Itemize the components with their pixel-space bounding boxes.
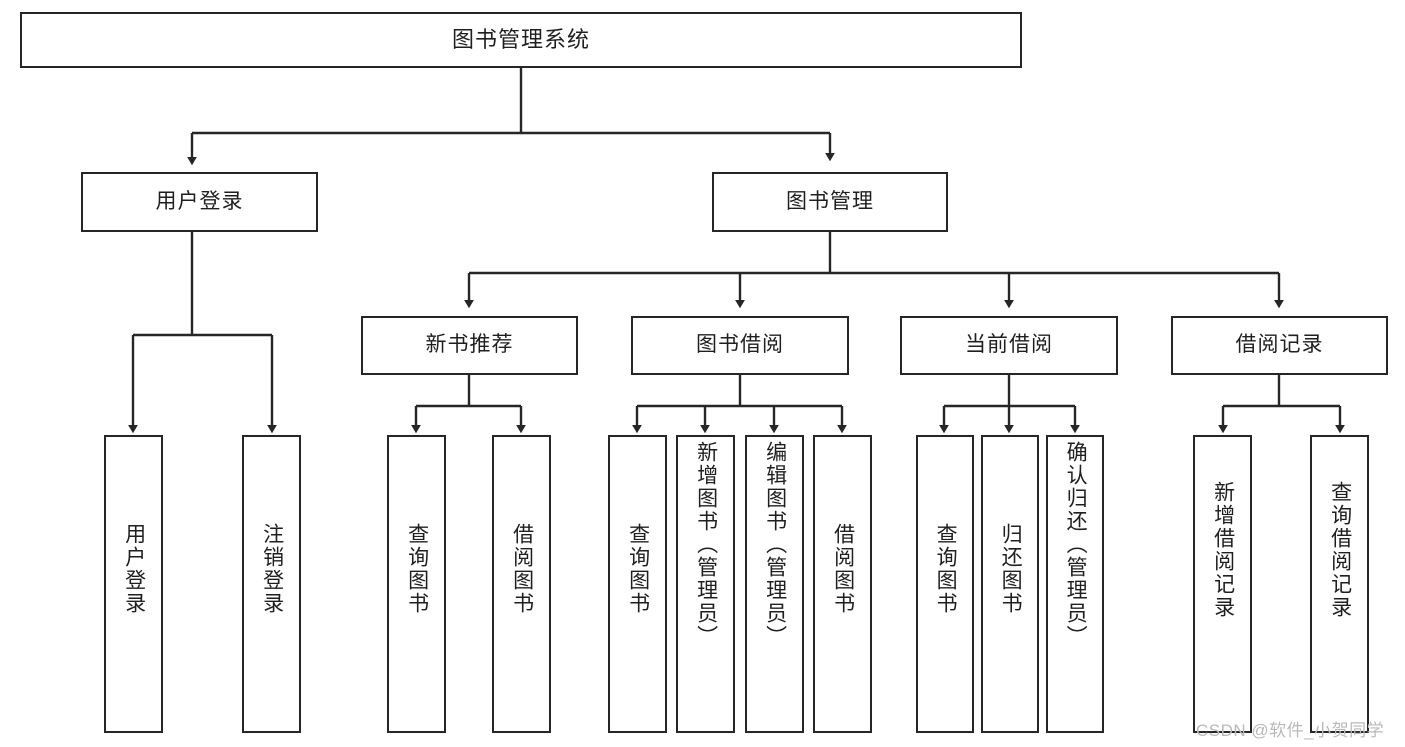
node-current-borrow[interactable]: 当前借阅 — [900, 316, 1118, 375]
leaf-logout[interactable]: 注销登录 — [242, 435, 301, 733]
leaf-confirm-return-admin[interactable]: 确认归还（管理员） — [1046, 435, 1104, 733]
node-label: 确认归还（管理员） — [1064, 441, 1088, 648]
leaf-edit-book-admin[interactable]: 编辑图书（管理员） — [745, 435, 804, 733]
leaf-user-login[interactable]: 用户登录 — [104, 435, 163, 733]
leaf-borrow-book[interactable]: 借阅图书 — [813, 435, 872, 733]
node-book-management[interactable]: 图书管理 — [712, 172, 948, 232]
leaf-return-book[interactable]: 归还图书 — [981, 435, 1039, 733]
node-root-system[interactable]: 图书管理系统 — [20, 12, 1022, 68]
leaf-query-borrow-record[interactable]: 查询借阅记录 — [1310, 435, 1369, 733]
leaf-query-book-current[interactable]: 查询图书 — [916, 435, 974, 733]
node-label: 借阅记录 — [1235, 333, 1324, 357]
node-label: 新书推荐 — [425, 333, 514, 357]
csdn-watermark: CSDN @软件_小贺同学 — [1196, 721, 1385, 740]
node-label: 编辑图书（管理员） — [763, 441, 787, 648]
leaf-query-book-new[interactable]: 查询图书 — [387, 435, 446, 733]
node-label: 注销登录 — [260, 523, 284, 615]
node-label: 查询图书 — [626, 523, 650, 615]
leaf-query-book-borrow[interactable]: 查询图书 — [608, 435, 667, 733]
node-user-login[interactable]: 用户登录 — [81, 172, 318, 232]
node-label: 用户登录 — [155, 189, 244, 213]
leaf-add-book-admin[interactable]: 新增图书（管理员） — [676, 435, 735, 733]
node-label: 当前借阅 — [965, 333, 1053, 357]
node-label: 图书借阅 — [696, 333, 784, 357]
node-new-book-recommend[interactable]: 新书推荐 — [361, 316, 578, 375]
node-label: 查询图书 — [405, 523, 429, 615]
node-label: 图书管理 — [786, 189, 874, 213]
leaf-add-borrow-record[interactable]: 新增借阅记录 — [1193, 435, 1252, 733]
node-borrow-record[interactable]: 借阅记录 — [1171, 316, 1388, 375]
node-label: 新增借阅记录 — [1211, 481, 1235, 619]
node-label: 借阅图书 — [831, 523, 855, 615]
node-label: 查询借阅记录 — [1328, 481, 1352, 619]
node-label: 查询图书 — [934, 523, 958, 615]
node-book-borrow[interactable]: 图书借阅 — [631, 316, 849, 375]
node-label: 借阅图书 — [510, 523, 534, 615]
node-label: 归还图书 — [999, 523, 1023, 615]
node-label: 新增图书（管理员） — [694, 441, 718, 648]
node-label: 图书管理系统 — [451, 27, 590, 53]
leaf-borrow-book-new[interactable]: 借阅图书 — [492, 435, 551, 733]
node-label: 用户登录 — [122, 523, 146, 615]
